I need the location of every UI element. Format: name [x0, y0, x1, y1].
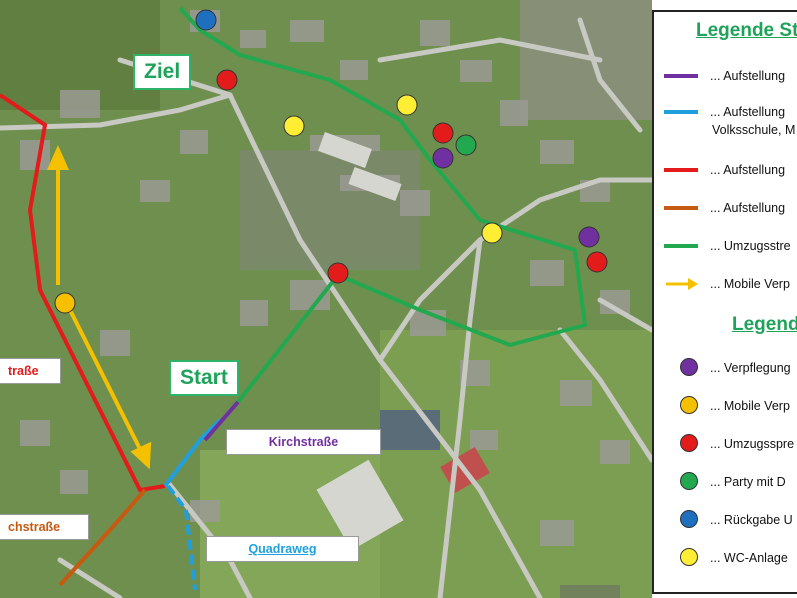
legend-panel: Legende St ... Aufstellung ... Aufstellu… [652, 10, 797, 594]
marker-return [195, 9, 217, 31]
aerial-map [0, 0, 652, 598]
label-street-orange: chstraße [0, 514, 89, 540]
marker-parade-spectator [432, 122, 454, 144]
marker-catering [578, 226, 600, 248]
label-kirchstrasse: Kirchstraße [226, 429, 381, 455]
route-blue-dashed [166, 484, 197, 591]
marker-wc [396, 94, 418, 116]
legend-text: ... Aufstellung [710, 69, 786, 83]
legend-title-routes: Legende St [696, 20, 797, 41]
marker-catering [432, 147, 454, 169]
marker-parade-spectator [586, 251, 608, 273]
legend-text: ... Rückgabe U [710, 513, 793, 527]
label-ziel: Ziel [133, 54, 192, 90]
route-purple [203, 400, 240, 442]
route-blue [163, 418, 222, 488]
label-quadraweg: Quadraweg [206, 536, 359, 562]
map-markers [54, 9, 608, 314]
legend-title-points: Legend [732, 314, 797, 335]
route-green [178, 6, 587, 404]
arrow-right-icon [662, 276, 702, 292]
marker-wc [481, 222, 503, 244]
legend-text: ... Aufstellung [710, 201, 786, 215]
legend-text: ... Aufstellung [710, 105, 786, 119]
legend-text: ... Mobile Verp [710, 277, 790, 291]
legend-text: ... WC-Anlage [710, 551, 788, 565]
label-street-red: traße [0, 358, 61, 384]
marker-parade-spectator [327, 262, 349, 284]
legend-text: ... Umzugsspre [710, 437, 795, 451]
legend-text: ... Mobile Verp [710, 399, 790, 413]
marker-party [455, 134, 477, 156]
legend-text: ... Party mit D [710, 475, 786, 489]
label-start: Start [169, 360, 239, 396]
legend-text: ... Aufstellung [710, 163, 786, 177]
legend-text: ... Umzugsstre [710, 239, 791, 253]
marker-mobile-catering [54, 292, 76, 314]
marker-parade-spectator [216, 69, 238, 91]
legend-text: Volksschule, M [712, 123, 796, 137]
legend-text: ... Verpflegung [710, 361, 791, 375]
marker-wc [283, 115, 305, 137]
route-orange [58, 488, 147, 587]
